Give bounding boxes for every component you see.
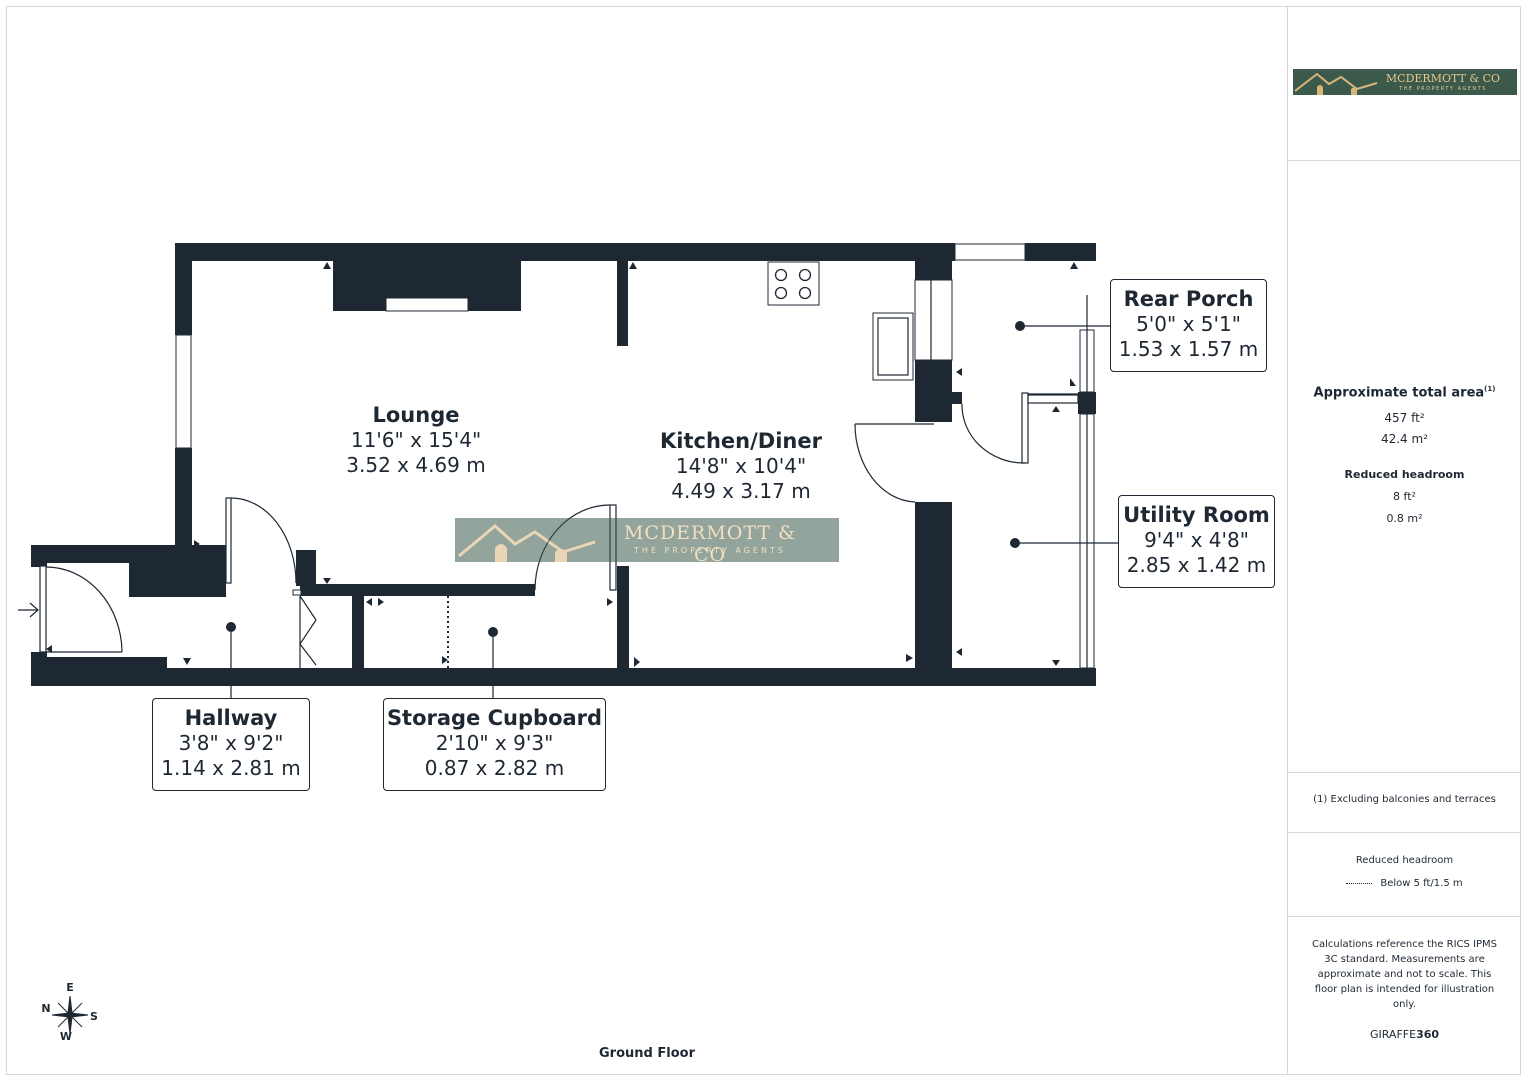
info-sidebar: MCDERMOTT & CO THE PROPERTY AGENTS Appro… <box>1287 6 1521 1075</box>
wall-kitchen-utility-low <box>915 502 952 686</box>
legend-text: Below 5 ft/1.5 m <box>1380 878 1463 889</box>
compass-w: W <box>60 1030 72 1043</box>
utility-name: Utility Room <box>1123 503 1270 527</box>
rear-porch-imperial: 5'0" x 5'1" <box>1136 312 1241 336</box>
floor-label: Ground Floor <box>599 1046 695 1061</box>
compass-n: N <box>41 1002 50 1015</box>
wall-bottom <box>31 668 1096 686</box>
kitchen-metric: 4.49 x 3.17 m <box>671 479 811 503</box>
watermark-brand: MCDERMOTT & CO <box>623 522 797 566</box>
wall-left-lounge-lower <box>175 448 192 553</box>
hallway-name: Hallway <box>184 706 278 730</box>
reduced-title: Reduced headroom <box>1344 468 1465 481</box>
wall-hall-top-thick <box>129 545 226 597</box>
wall-entrance-stub <box>31 545 47 567</box>
legend-title: Reduced headroom <box>1355 855 1454 866</box>
page-frame <box>6 6 1521 1075</box>
hall-door-frame <box>292 589 302 596</box>
rear-porch-label: Rear Porch 5'0" x 5'1" 1.53 x 1.57 m <box>1110 279 1267 372</box>
wall-hall-bottom-thick <box>47 657 167 686</box>
wall-kitchen-utility-top <box>915 243 952 280</box>
footnote: (1) Excluding balconies and terraces <box>1313 794 1496 805</box>
storage-label: Storage Cupboard 2'10" x 9'3" 0.87 x 2.8… <box>383 698 606 791</box>
lounge-metric: 3.52 x 4.69 m <box>346 453 486 477</box>
wall-kitchen-utility-mid <box>915 360 952 422</box>
wall-top-right <box>1025 243 1096 261</box>
hallway-imperial: 3'8" x 9'2" <box>178 731 284 755</box>
storage-metric: 0.87 x 2.82 m <box>424 756 565 780</box>
credit: GIRAFFE360 <box>1288 1028 1521 1041</box>
reduced-m: 0.8 m² <box>1386 512 1423 525</box>
logo-tagline: THE PROPERTY AGENTS <box>1399 86 1487 92</box>
utility-label: Utility Room 9'4" x 4'8" 2.85 x 1.42 m <box>1118 495 1275 588</box>
wall-hall-stub <box>296 550 316 586</box>
wall-entrance-stub-low <box>31 652 47 686</box>
legend-row: Below 5 ft/1.5 m <box>1288 878 1521 889</box>
utility-metric: 2.85 x 1.42 m <box>1126 553 1267 577</box>
kitchen-hob <box>767 261 820 306</box>
area-footnote-mark: (1) <box>1484 385 1496 393</box>
dotted-line-icon <box>1346 882 1373 884</box>
area-ft: 457 ft² <box>1384 411 1425 425</box>
storage-marker <box>488 627 498 637</box>
wall-left-lounge <box>175 243 192 335</box>
window-lounge-left <box>175 334 192 449</box>
credit-a: GIRAFFE <box>1369 1028 1417 1041</box>
wall-right-post <box>1078 392 1096 414</box>
wall-storage-left <box>352 596 364 668</box>
window-rear-top <box>954 243 1026 261</box>
kitchen-sink <box>872 312 914 381</box>
kitchen-units <box>914 279 953 361</box>
area-title-text: Approximate total area <box>1313 385 1485 401</box>
credit-b: 360 <box>1416 1028 1440 1041</box>
hallway-marker <box>226 622 236 632</box>
area-title: Approximate total area(1) <box>1288 385 1521 400</box>
disclaimer: Calculations reference the RICS IPMS 3C … <box>1311 939 1498 1010</box>
reduced-ft: 8 ft² <box>1393 490 1416 503</box>
fireplace-hearth <box>385 297 469 312</box>
area-m: 42.4 m² <box>1380 432 1429 446</box>
rear-porch-name: Rear Porch <box>1123 287 1254 311</box>
compass-e: E <box>66 981 74 994</box>
kitchen-name: Kitchen/Diner <box>660 429 822 453</box>
wall-top <box>175 243 955 261</box>
storage-imperial: 2'10" x 9'3" <box>435 731 554 755</box>
hallway-label: Hallway 3'8" x 9'2" 1.14 x 2.81 m <box>152 698 310 791</box>
wall-storage-right <box>617 566 629 668</box>
wall-storage-top <box>300 584 535 596</box>
storage-name: Storage Cupboard <box>386 706 603 730</box>
rear-porch-marker <box>1015 321 1025 331</box>
wall-lounge-kitchen <box>617 261 628 346</box>
watermark-logo: MCDERMOTT & CO THE PROPERTY AGENTS <box>455 518 839 566</box>
lounge-name: Lounge <box>372 403 460 427</box>
rear-porch-metric: 1.53 x 1.57 m <box>1118 337 1259 361</box>
wall-porch-post <box>952 392 962 404</box>
utility-imperial: 9'4" x 4'8" <box>1144 528 1249 552</box>
lounge-imperial: 11'6" x 15'4" <box>350 428 482 452</box>
watermark-tagline: THE PROPERTY AGENTS <box>634 546 786 555</box>
logo-brand: MCDERMOTT & CO <box>1385 72 1501 85</box>
floor-plan: E N S W <box>18 243 1118 1043</box>
compass-icon <box>51 995 89 1035</box>
utility-marker <box>1010 538 1020 548</box>
lounge-label: Lounge 11'6" x 15'4" 3.52 x 4.69 m <box>316 402 516 478</box>
hallway-metric: 1.14 x 2.81 m <box>161 756 301 780</box>
kitchen-imperial: 14'8" x 10'4" <box>675 454 807 478</box>
kitchen-label: Kitchen/Diner 14'8" x 10'4" 4.49 x 3.17 … <box>631 428 851 504</box>
compass-s: S <box>90 1010 98 1023</box>
brand-logo: MCDERMOTT & CO THE PROPERTY AGENTS <box>1293 69 1517 95</box>
